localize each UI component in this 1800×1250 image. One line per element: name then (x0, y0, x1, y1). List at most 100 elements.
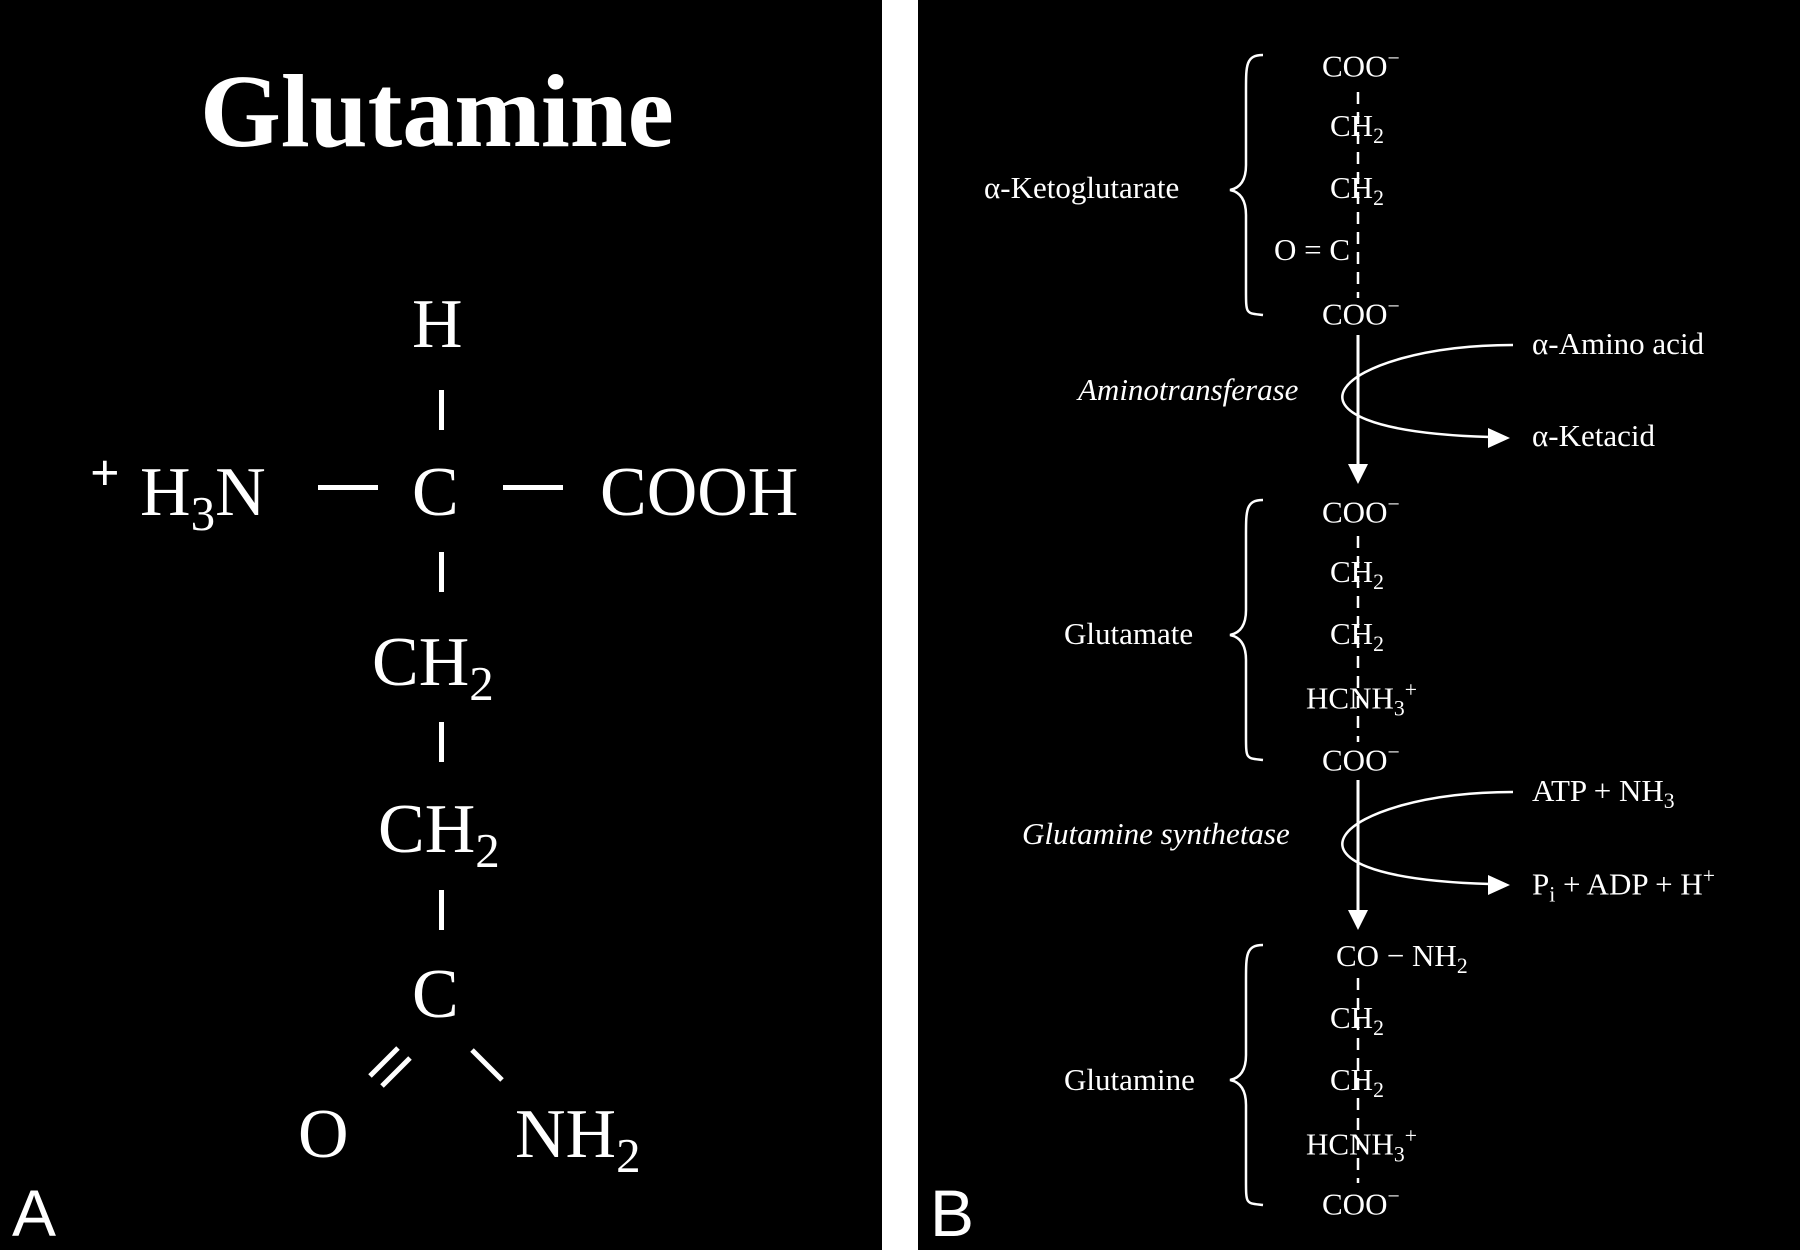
reagent-atp-nh3: ATP + NH3 (1532, 775, 1675, 813)
atom-cooh: COOH (600, 454, 799, 531)
panel-a-label: A (12, 1176, 57, 1250)
glu-coo-top-text: COO (1322, 494, 1388, 530)
atom-ch2-1: CH2 (372, 628, 494, 711)
bond-ch2-c (439, 890, 444, 930)
nh2-text: NH (515, 1096, 617, 1173)
atom-h-top: H (412, 286, 463, 363)
glutamate-name: Glutamate (1064, 616, 1194, 651)
atp-nh3-sub: 3 (1663, 789, 1675, 814)
enzyme-glutamine-synthetase: Glutamine synthetase (1022, 816, 1290, 851)
reagent-ketacid: α-Ketacid (1532, 418, 1655, 453)
glu-coo-top-sup: − (1387, 492, 1400, 516)
ch2-1-sub: 2 (469, 656, 494, 711)
akg-coo-top-text: COO (1322, 48, 1388, 84)
ch2-1-text: CH (372, 624, 470, 701)
gln-conh2-text: CO − NH (1336, 938, 1457, 973)
glutamine-brace (1229, 943, 1264, 1207)
side-arrowhead-1 (1488, 428, 1510, 448)
panel-a-title: Glutamine (200, 54, 674, 169)
glu-hcnh3-sub: 3 (1393, 696, 1405, 721)
panel-a: Glutamine H + H3N C COOH CH2 CH2 C O NH2… (0, 0, 882, 1250)
atom-c-amide: C (412, 956, 459, 1033)
akg-ch2-b-text: CH (1330, 170, 1374, 205)
gln-ch2-a-sub: 2 (1373, 1016, 1384, 1041)
glu-hcnh3: HCNH3+ (1306, 678, 1417, 721)
gln-ch2-b: CH2 (1330, 1064, 1384, 1102)
glu-coo-bottom: COO− (1322, 740, 1400, 778)
bond-c-cooh (503, 485, 563, 490)
gln-hcnh3-sub: 3 (1393, 1142, 1405, 1167)
pi-sup: + (1702, 864, 1716, 888)
akg-ch2-a-text: CH (1330, 108, 1374, 143)
akg-coo-bottom-sup: − (1387, 294, 1400, 318)
akg-coo-bottom-text: COO (1322, 296, 1388, 332)
panel-b-lines (1229, 53, 1514, 1207)
glu-ch2-a-text: CH (1330, 554, 1374, 589)
h3n-n: N (215, 454, 266, 531)
reagent-pi-adp-h: Pi + ADP + H+ (1532, 864, 1716, 907)
side-arrow-1 (1341, 343, 1514, 439)
double-bond-line-2 (380, 1056, 412, 1088)
ch2-2-sub: 2 (475, 823, 500, 878)
arrowhead-1 (1348, 464, 1368, 484)
akg-oc: O = C (1274, 232, 1351, 267)
h3n-sub: 3 (190, 486, 216, 541)
gln-ch2-b-text: CH (1330, 1062, 1374, 1097)
side-arrowhead-2 (1488, 875, 1510, 895)
akg-ch2-b: CH2 (1330, 172, 1384, 210)
nh2-sub: 2 (616, 1128, 641, 1183)
pi-sub: i (1549, 882, 1556, 907)
akg-ch2-a-sub: 2 (1373, 124, 1384, 149)
akg-ch2-b-sub: 2 (1373, 186, 1384, 211)
atom-c-alpha: C (412, 454, 459, 531)
gln-ch2-b-sub: 2 (1373, 1078, 1384, 1103)
gln-hcnh3-text: HCNH (1306, 1126, 1394, 1162)
atom-ch2-2: CH2 (378, 795, 500, 878)
akg-coo-top-sup: − (1387, 46, 1400, 70)
bond-ch2-ch2 (439, 722, 444, 762)
pi-p: P (1532, 866, 1550, 902)
amide-bonds (368, 1046, 504, 1088)
bond-n-c (318, 485, 378, 490)
bond-c-ch2-1 (439, 552, 444, 592)
charge-plus: + (90, 445, 120, 502)
glu-ch2-b: CH2 (1330, 618, 1384, 656)
akg-name: α-Ketoglutarate (984, 170, 1180, 205)
panel-b: COO− CH2 α-Ketoglutarate CH2 O = C COO− … (918, 0, 1800, 1250)
glu-hcnh3-text: HCNH (1306, 680, 1394, 716)
akg-brace (1229, 53, 1264, 317)
gln-ch2-a-text: CH (1330, 1000, 1374, 1035)
glu-ch2-b-text: CH (1330, 616, 1374, 651)
glu-coo-top: COO− (1322, 492, 1400, 530)
gln-hcnh3: HCNH3+ (1306, 1124, 1417, 1167)
akg-coo-top: COO− (1322, 46, 1400, 84)
gln-conh2: CO − NH2 (1336, 940, 1468, 978)
gln-conh2-sub: 2 (1456, 954, 1468, 979)
glutamine-name: Glutamine (1064, 1062, 1195, 1097)
glu-ch2-a: CH2 (1330, 556, 1384, 594)
atom-h3n: H3N (140, 458, 266, 541)
gln-coo-bottom-sup: − (1387, 1184, 1400, 1208)
ch2-2-text: CH (378, 791, 476, 868)
gln-coo-bottom: COO− (1322, 1184, 1400, 1222)
glu-coo-bottom-text: COO (1322, 742, 1388, 778)
pi-rest: + ADP + H (1555, 866, 1703, 902)
h3n-h: H (140, 454, 191, 531)
reagent-amino-acid: α-Amino acid (1532, 326, 1705, 361)
arrowhead-2 (1348, 910, 1368, 930)
akg-coo-bottom: COO− (1322, 294, 1400, 332)
panel-b-label: B (930, 1176, 975, 1250)
glutamate-brace (1229, 498, 1264, 762)
atom-o: O (298, 1096, 349, 1173)
glu-ch2-a-sub: 2 (1373, 570, 1384, 595)
single-bond-c-n (470, 1048, 504, 1082)
glu-hcnh3-sup: + (1404, 678, 1417, 702)
atp-nh3-text: ATP + NH (1532, 773, 1664, 808)
gln-hcnh3-sup: + (1404, 1124, 1417, 1148)
akg-ch2-a: CH2 (1330, 110, 1384, 148)
glu-ch2-b-sub: 2 (1373, 632, 1384, 657)
double-bond-line-1 (368, 1046, 400, 1078)
gln-coo-bottom-text: COO (1322, 1186, 1388, 1222)
glu-coo-bottom-sup: − (1387, 740, 1400, 764)
bond-h-c (439, 390, 444, 430)
